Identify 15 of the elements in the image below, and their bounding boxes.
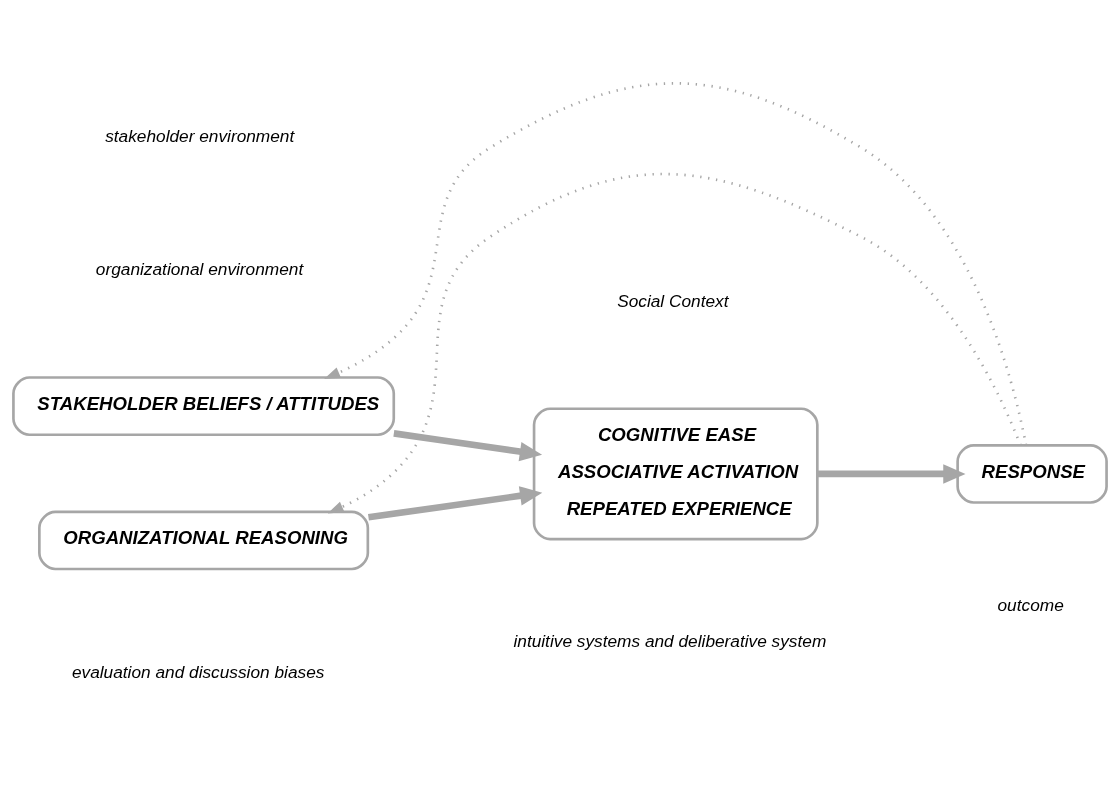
arrow	[393, 429, 543, 461]
node-box: RESPONSE	[956, 443, 1108, 504]
label: outcome	[997, 594, 1064, 615]
label: Social Context	[617, 290, 729, 311]
arrow	[368, 485, 543, 521]
label: intuitive systems and deliberative system	[513, 630, 827, 651]
node-box: COGNITIVE EASE ASSOCIATIVE ACTIVATION REPEATED EXPERIENCE	[532, 406, 819, 540]
arrow	[327, 172, 1022, 513]
label: stakeholder environment	[105, 125, 295, 146]
label: organizational environment	[95, 258, 304, 279]
node-box: ORGANIZATIONAL REASONING	[38, 510, 370, 570]
node-box: STAKEHOLDER BELIEFS / ATTITUDES	[12, 375, 396, 436]
label: evaluation and discussion biases	[71, 661, 325, 682]
arrow	[817, 463, 966, 484]
arrow	[324, 81, 1028, 445]
